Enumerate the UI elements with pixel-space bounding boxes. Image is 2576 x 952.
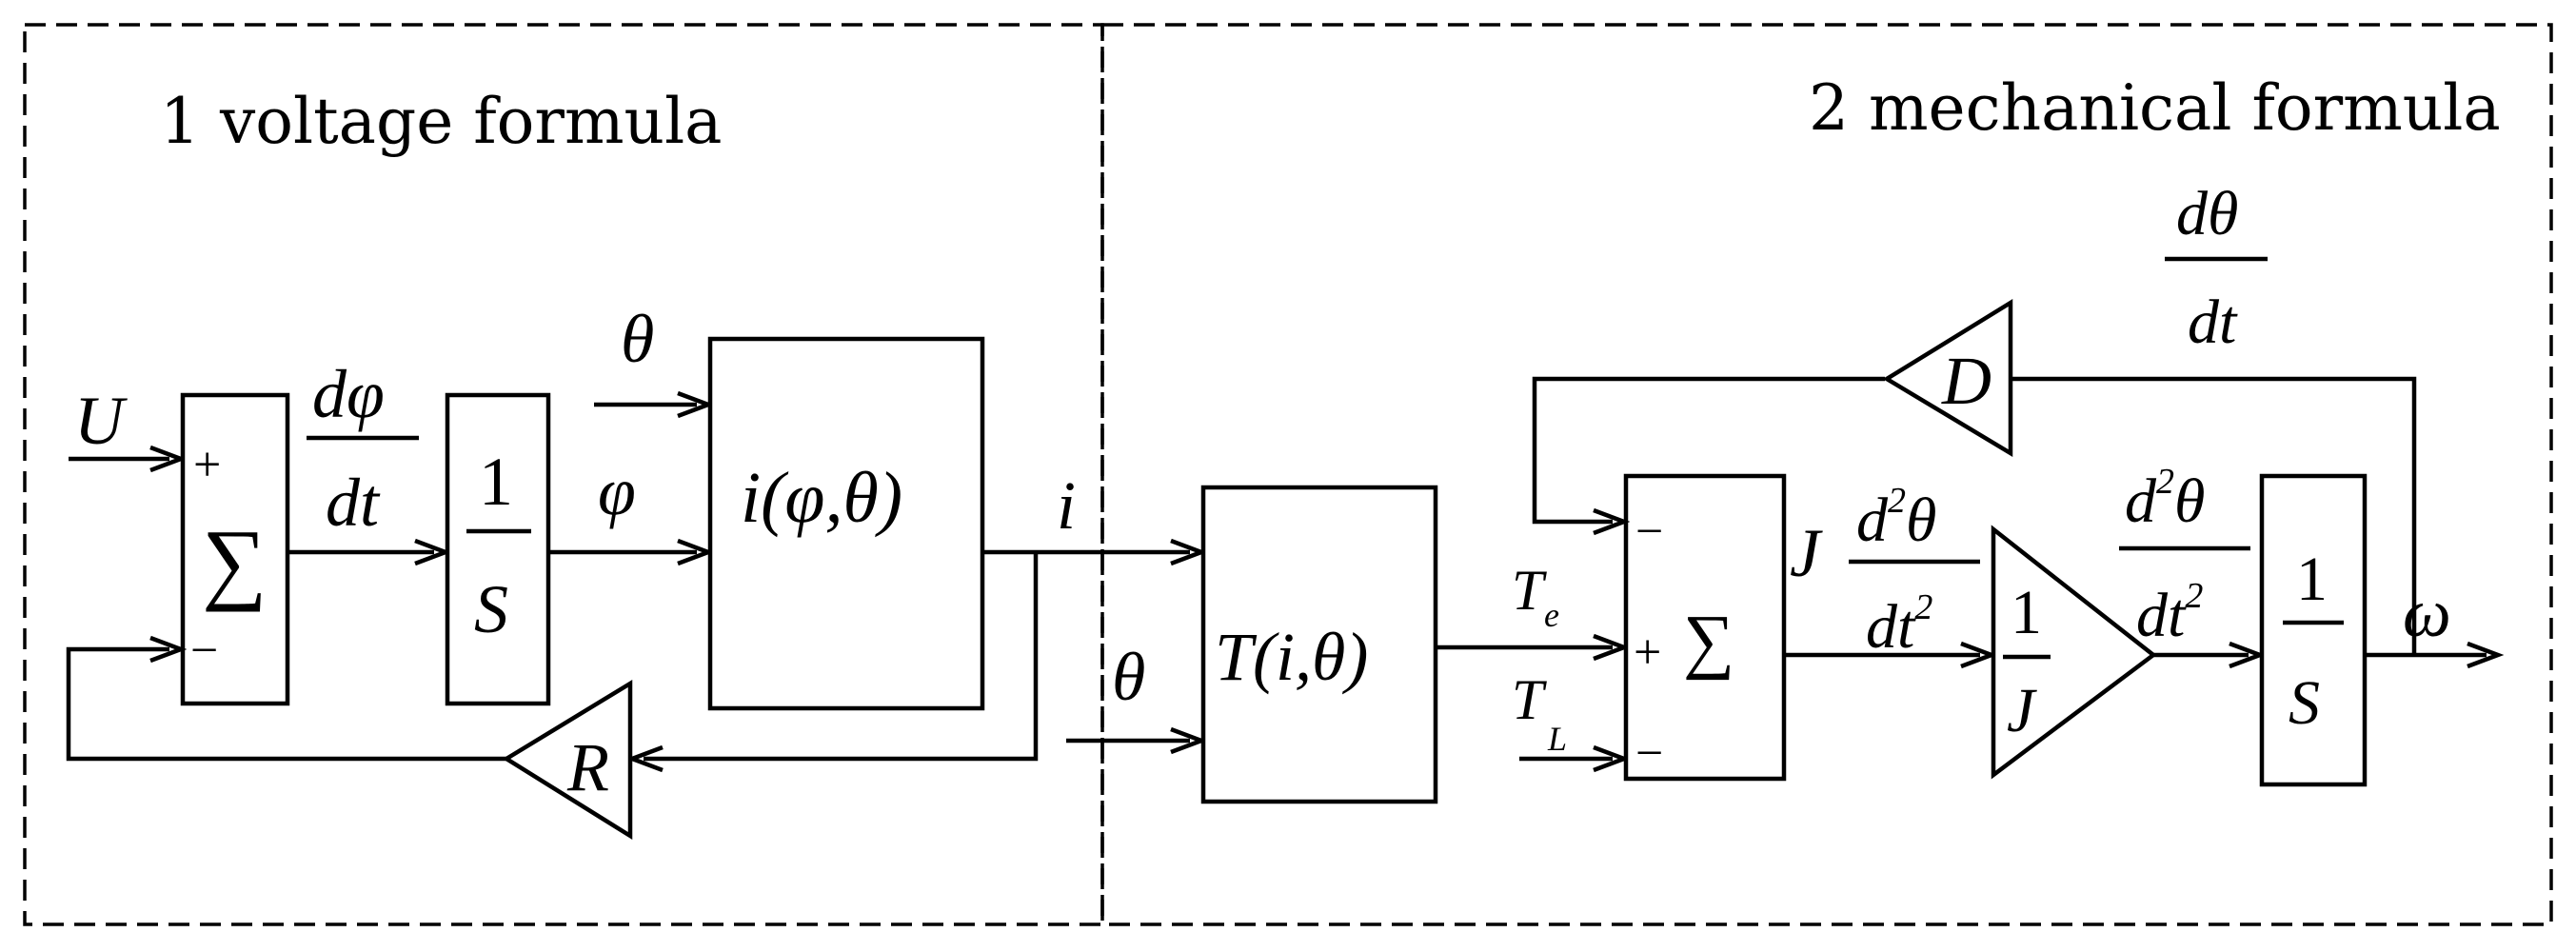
sum2-sigma: ∑ <box>1683 601 1734 681</box>
torque-function-block <box>1200 485 1438 804</box>
omega-output-label: ω <box>2403 575 2451 651</box>
summation-block-1 <box>180 392 290 706</box>
i-signal-label: i <box>1057 467 1076 544</box>
svg-text:T: T <box>1512 559 1547 622</box>
integrator1-numerator: 1 <box>479 444 513 520</box>
arrow-phi-to-current-block <box>548 538 715 566</box>
svg-text:dθ: dθ <box>2176 179 2238 248</box>
arrow-TL-to-sum2 <box>1519 744 1631 773</box>
svg-text:d2θ: d2θ <box>1856 481 1936 555</box>
integrator-block-2 <box>2259 473 2368 787</box>
svg-text:dφ: dφ <box>312 356 385 432</box>
sum1-plus-sign: + <box>193 438 221 492</box>
svg-text:L: L <box>1547 720 1567 758</box>
inverse-inertia-gain-block <box>1991 525 2157 780</box>
theta-input-label-1: θ <box>621 301 654 377</box>
inverse-J-denominator: J <box>2007 676 2037 745</box>
current-function-label: i(φ,θ) <box>741 458 902 538</box>
svg-text:dt2: dt2 <box>1866 587 1932 662</box>
summation-block-2 <box>1623 473 1787 782</box>
svg-text:d2θ: d2θ <box>2125 462 2205 536</box>
svg-text:e: e <box>1544 596 1559 634</box>
Te-signal-label: T e <box>1512 559 1559 634</box>
sum1-minus-sign: − <box>190 624 218 678</box>
integrator2-numerator: 1 <box>2296 545 2328 614</box>
voltage-formula-title: 1 voltage formula <box>160 85 723 158</box>
theta-input-label-2: θ <box>1112 639 1145 715</box>
damping-gain-block <box>1882 298 2013 457</box>
integrator-block-1 <box>445 392 551 706</box>
phi-signal-label: φ <box>598 453 636 529</box>
inertia-J-label: J <box>1790 515 1823 591</box>
svg-text:T: T <box>1512 668 1547 731</box>
inverse-J-numerator: 1 <box>2011 578 2042 647</box>
dphi-dt-label: dφ dt <box>307 356 419 541</box>
arrow-i-to-torque-block <box>982 538 1208 566</box>
resistor-gain-block <box>502 679 633 841</box>
arrow-theta-to-current-block <box>594 390 715 419</box>
svg-text:dt: dt <box>2188 288 2238 357</box>
arrow-omega-output <box>2365 641 2505 669</box>
damping-label: D <box>1941 343 1991 419</box>
damping-feedback-path <box>1532 376 2417 655</box>
integrator2-denominator: S <box>2289 668 2320 738</box>
arrow-Te-to-sum2 <box>1436 633 1631 662</box>
integrator1-denominator: S <box>474 571 508 647</box>
svg-text:dt: dt <box>326 465 381 541</box>
svg-text:dt2: dt2 <box>2136 576 2203 650</box>
sum2-minus-bottom: − <box>1635 726 1663 781</box>
d2theta-dt2-label-2: d2θ dt2 <box>2119 462 2250 650</box>
mechanical-formula-title: 2 mechanical formula <box>1809 71 2501 145</box>
arrow-sum1-to-integrator1 <box>287 538 452 566</box>
arrow-theta-to-torque-block <box>1066 726 1208 755</box>
current-function-block <box>707 336 985 711</box>
mechanical-formula-section <box>1100 23 2553 926</box>
sum2-minus-top: − <box>1635 505 1663 559</box>
sum1-sigma: ∑ <box>202 510 267 612</box>
torque-function-label: T(i,θ) <box>1215 619 1368 695</box>
d2theta-dt2-label-1: d2θ dt2 <box>1849 481 1980 662</box>
dtheta-dt-label: dθ dt <box>2165 179 2268 357</box>
input-U-label: U <box>74 383 128 459</box>
TL-signal-label: T L <box>1512 668 1567 758</box>
sum2-plus-sign: + <box>1634 625 1661 680</box>
resistor-label: R <box>566 729 609 805</box>
